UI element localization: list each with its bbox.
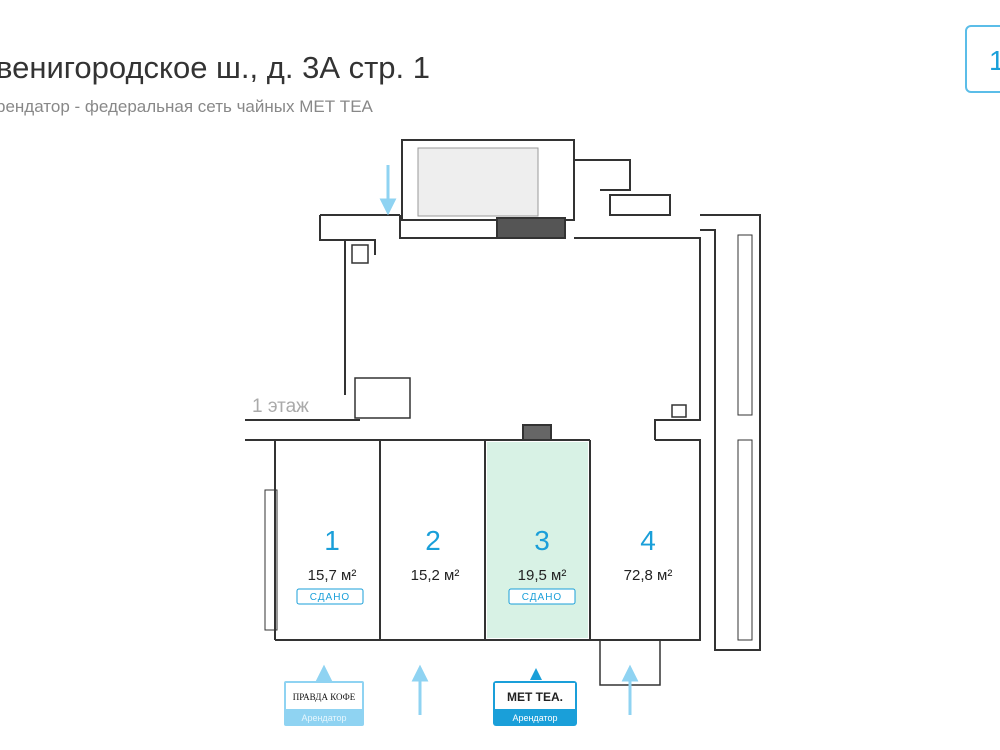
room-area: 19,5 м² bbox=[518, 567, 567, 584]
room-1[interactable]: 1 15,7 м² СДАНО bbox=[296, 525, 364, 605]
status-badge-text: СДАНО bbox=[310, 592, 350, 603]
floor-selector-button[interactable]: 1 bbox=[965, 25, 1000, 93]
page-subtitle: рендатор - федеральная сеть чайных МЕТ T… bbox=[0, 97, 373, 116]
room-2[interactable]: 2 15,2 м² bbox=[411, 525, 460, 584]
entrance-arrows bbox=[315, 165, 639, 715]
tenant-met-tea[interactable]: MET TEA. Арендатор bbox=[493, 681, 577, 726]
met-tea-entrance-arrow bbox=[530, 668, 542, 680]
tenant-logo: ПРАВДА КОФЕ bbox=[293, 692, 356, 702]
room-area: 72,8 м² bbox=[624, 567, 673, 584]
tenant-label: Арендатор bbox=[301, 713, 346, 723]
status-badge-text: СДАНО bbox=[522, 592, 562, 603]
status-badge bbox=[508, 588, 576, 605]
tenant-label: Арендатор bbox=[512, 713, 557, 723]
room-3-highlight bbox=[487, 442, 588, 638]
room-number: 1 bbox=[324, 525, 340, 556]
tenant-pravda-kofe[interactable]: ПРАВДА КОФЕ Арендатор bbox=[284, 681, 364, 726]
status-badge bbox=[296, 588, 364, 605]
room-area: 15,7 м² bbox=[308, 567, 357, 584]
page-title: венигородское ш., д. 3А стр. 1 bbox=[0, 50, 431, 85]
room-number: 2 bbox=[425, 525, 441, 556]
room-area: 15,2 м² bbox=[411, 567, 460, 584]
room-number: 4 bbox=[640, 525, 656, 556]
floor-label: 1 этаж bbox=[252, 396, 309, 417]
room-3[interactable]: 3 19,5 м² СДАНО bbox=[508, 525, 576, 605]
room-4[interactable]: 4 72,8 м² bbox=[624, 525, 673, 584]
room-number: 3 bbox=[534, 525, 550, 556]
tenant-logo: MET TEA. bbox=[507, 690, 563, 704]
walls bbox=[245, 139, 761, 686]
